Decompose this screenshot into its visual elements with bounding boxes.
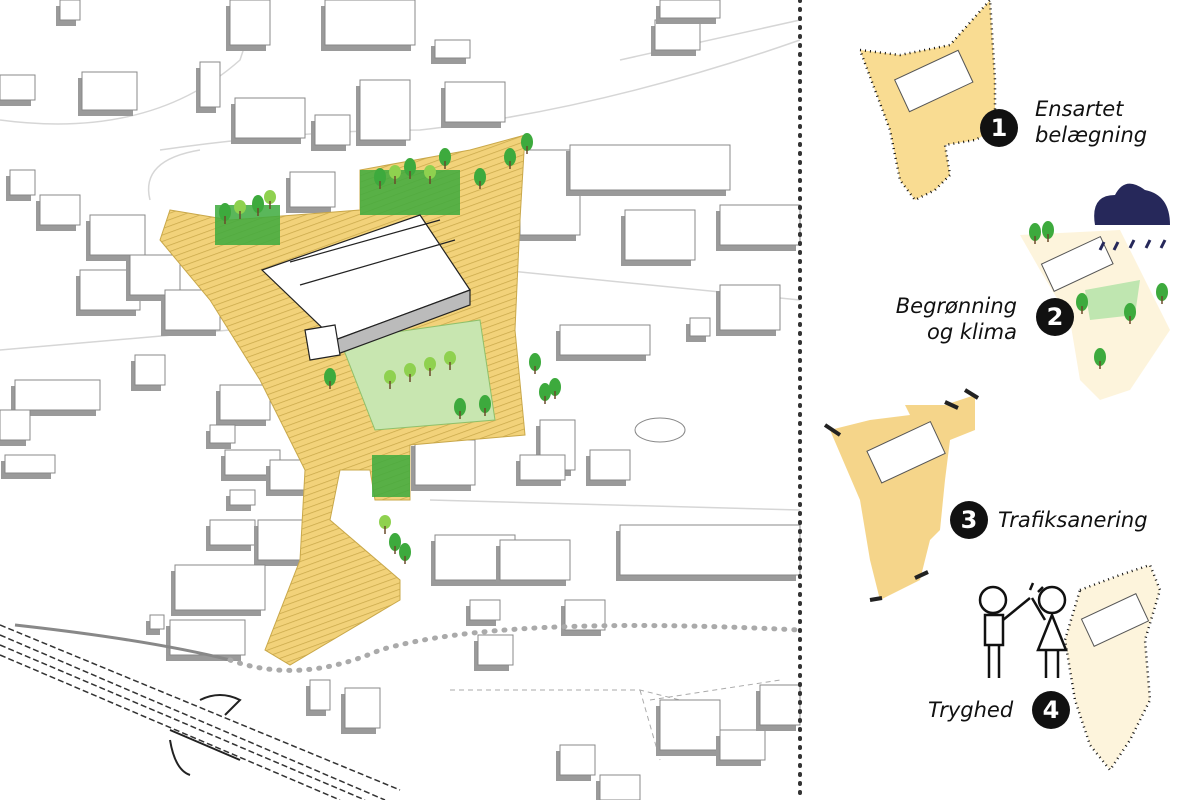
- surrounding-buildings: [0, 0, 801, 800]
- building: [229, 489, 256, 506]
- building: [654, 19, 701, 51]
- building: [444, 81, 506, 123]
- mini-building: [893, 49, 974, 113]
- building: [134, 354, 166, 386]
- building: [469, 599, 501, 621]
- building: [9, 169, 36, 196]
- building: [499, 539, 571, 581]
- legend-number-1: 1: [980, 109, 1018, 147]
- legend-number-2: 2: [1036, 298, 1074, 336]
- building: [257, 519, 304, 561]
- building: [0, 74, 36, 101]
- building: [314, 114, 351, 146]
- building: [289, 171, 336, 208]
- railway-tracks: [0, 624, 401, 800]
- building: [149, 614, 165, 630]
- footpath: [450, 679, 781, 761]
- path: [14, 623, 231, 662]
- building: [599, 774, 641, 800]
- building: [759, 684, 801, 726]
- building: [689, 317, 711, 337]
- building: [569, 144, 731, 191]
- legend-label-1: Ensartet belægning: [1035, 97, 1148, 147]
- building: [559, 744, 596, 776]
- children-high-five-icon: [978, 582, 1068, 678]
- building: [234, 97, 306, 139]
- building: [229, 0, 271, 46]
- legend-number-4: 4: [1032, 691, 1070, 729]
- building: [324, 0, 416, 46]
- green-area: [372, 455, 410, 497]
- building: [344, 687, 381, 729]
- building: [59, 0, 81, 21]
- building: [14, 379, 101, 411]
- building: [719, 729, 766, 761]
- building: [81, 71, 138, 111]
- bridge: [169, 694, 242, 776]
- mini-building: [1040, 235, 1114, 292]
- building: [589, 449, 631, 481]
- market-hall-building: [260, 214, 471, 361]
- dotted-path: [227, 623, 803, 673]
- building: [209, 519, 256, 546]
- building: [519, 454, 566, 481]
- legend-label-2: Begrønning og klima: [895, 294, 1017, 344]
- building: [89, 214, 146, 256]
- rain-cloud-icon: [1094, 183, 1170, 225]
- rain-drops-icon: [1098, 239, 1167, 251]
- illustration-safety: [1063, 563, 1162, 773]
- building: [309, 679, 331, 711]
- building: [659, 699, 721, 751]
- legend-number-3: 3: [950, 501, 988, 539]
- building: [4, 454, 56, 474]
- building: [719, 204, 801, 246]
- round-structure: [634, 417, 686, 443]
- building: [209, 424, 236, 444]
- traffic-barriers: [823, 388, 980, 602]
- building: [39, 194, 81, 226]
- building: [359, 79, 411, 141]
- building: [0, 409, 31, 441]
- mini-building: [1080, 593, 1150, 647]
- building: [129, 254, 181, 296]
- mini-building: [866, 420, 946, 484]
- building: [434, 39, 471, 59]
- building: [414, 439, 476, 486]
- building: [559, 324, 651, 356]
- illustration-traffic: [830, 395, 975, 600]
- building: [174, 564, 266, 611]
- building: [477, 634, 514, 666]
- legend-label-4: Tryghed: [928, 698, 1014, 722]
- building: [659, 0, 721, 19]
- legend-label-3: Trafiksanering: [998, 508, 1148, 532]
- building: [719, 284, 781, 331]
- building: [619, 524, 801, 576]
- building: [219, 384, 271, 421]
- building: [624, 209, 696, 261]
- building: [199, 61, 221, 108]
